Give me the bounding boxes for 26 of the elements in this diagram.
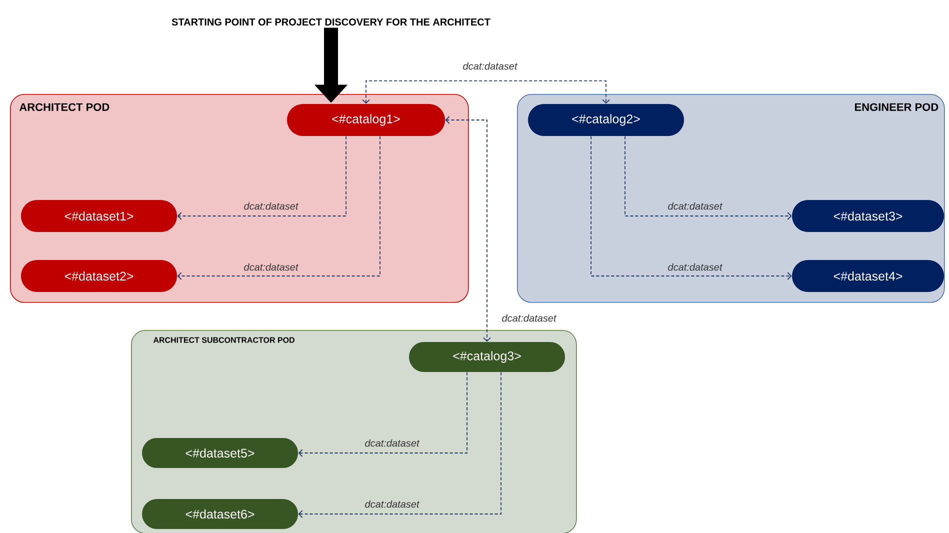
edge-label: dcat:dataset xyxy=(463,62,518,70)
edge-label: dcat:dataset xyxy=(668,263,723,271)
connector-arrow xyxy=(177,136,346,220)
edge-label: dcat:dataset xyxy=(244,263,299,271)
resource-pill: <#dataset3> xyxy=(792,200,944,232)
resource-pill: <#catalog1> xyxy=(287,104,445,136)
edge-label: dcat:dataset xyxy=(365,500,420,508)
edge-label: dcat:dataset xyxy=(365,439,420,447)
connector-arrow xyxy=(362,80,610,104)
edge-label: dcat:dataset xyxy=(502,314,557,322)
connector-arrow xyxy=(298,372,502,518)
resource-pill: <#catalog3> xyxy=(409,342,565,372)
connector-arrow xyxy=(624,136,792,220)
edge-label: dcat:dataset xyxy=(668,202,723,210)
heading-text: STARTING POINT OF PROJECT DISCOVERY FOR THE ARCHITECT xyxy=(172,18,490,26)
resource-pill: <#dataset6> xyxy=(142,499,298,529)
connector-arrow xyxy=(590,136,792,280)
resource-pill: <#dataset2> xyxy=(21,260,177,292)
connector-arrow xyxy=(445,116,491,342)
resource-pill: <#dataset5> xyxy=(142,438,298,468)
connector-arrow xyxy=(177,136,380,280)
connector-arrow xyxy=(298,372,468,457)
edge-label: dcat:dataset xyxy=(244,202,299,210)
resource-pill: <#dataset4> xyxy=(792,260,944,292)
resource-pill: <#catalog2> xyxy=(528,104,684,136)
resource-pill: <#dataset1> xyxy=(21,200,177,232)
